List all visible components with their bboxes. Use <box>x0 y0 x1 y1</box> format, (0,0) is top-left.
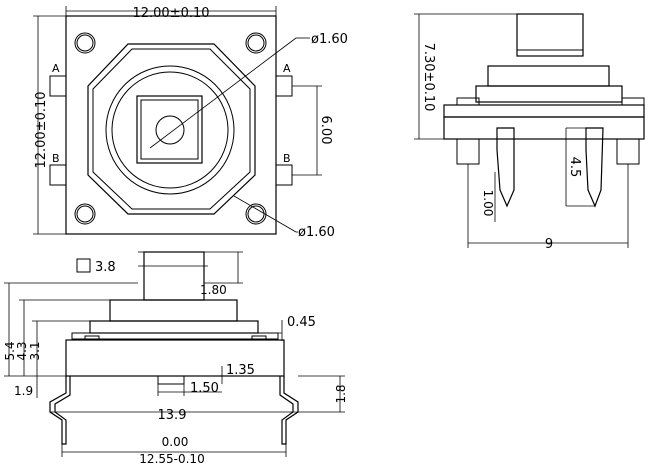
square-symbol <box>76 258 91 273</box>
side-actuator <box>516 13 584 57</box>
pin-tab-a-left <box>49 75 67 97</box>
standoff-label: 1.9 <box>14 384 33 398</box>
pin-tab-b-right <box>275 164 293 186</box>
height-dim-label: 12.00±0.10 <box>34 91 49 168</box>
actuator-square-label: 3.8 <box>95 260 116 275</box>
front-cap <box>109 299 238 322</box>
front-lead-right <box>279 376 299 445</box>
top-center-circle <box>155 115 185 145</box>
front-cap-skirt <box>89 320 259 334</box>
front-actuator <box>143 251 205 301</box>
top-actuator-square <box>136 95 203 164</box>
top-button-outer-ring <box>105 65 235 195</box>
h1-label: 5.4 <box>3 341 17 360</box>
front-lead-left <box>49 376 71 445</box>
top-button-inner-ring <box>111 71 229 189</box>
top-body-outline <box>65 15 277 235</box>
actuator-height-label: 1.80 <box>200 283 227 297</box>
hole-bottom-left <box>74 203 96 225</box>
hole-top-left <box>74 32 96 54</box>
h3-label: 3.1 <box>28 341 42 360</box>
pin-label-a-left: A <box>52 62 60 75</box>
side-view: 7.30±0.10 4.5 1.00 9 <box>414 13 645 252</box>
side-cap-lower <box>475 85 623 103</box>
tol-upper-label: 0.00 <box>162 435 189 449</box>
tol-nominal-label: 12.55-0.10 <box>139 452 204 466</box>
h2-label: 4.3 <box>15 341 29 360</box>
hole-dia-leader-bottom <box>233 195 297 233</box>
side-body-top <box>443 104 645 118</box>
side-foot-right <box>616 138 640 165</box>
lead-d2-label: 1.50 <box>190 381 219 396</box>
lead-pitch-label: 4.5 <box>567 157 582 178</box>
width-dim-label: 12.00±0.10 <box>132 6 209 21</box>
top-octagon-inner <box>92 48 251 210</box>
front-cover <box>71 332 279 340</box>
hole-dia-leader-top <box>149 37 297 149</box>
pin-tab-a-right <box>275 75 293 97</box>
hole-bottom-right <box>245 203 267 225</box>
lead-d1-label: 1.35 <box>226 363 255 378</box>
pin-tab-b-left <box>49 164 67 186</box>
pin-label-b-right: B <box>283 152 291 165</box>
side-foot-left <box>456 138 480 165</box>
pin-spacing-label: 6.00 <box>318 116 333 145</box>
top-view: A A B B 12.00±0.10 12.00±0.10 6.00 ø1.60… <box>33 6 348 240</box>
cover-thickness-label: 0.45 <box>287 315 316 330</box>
side-lead-right <box>585 127 604 208</box>
side-body <box>443 116 645 140</box>
pin-label-a-right: A <box>283 62 291 75</box>
span-label: 13.9 <box>158 408 187 423</box>
top-actuator-square-inner <box>140 99 199 160</box>
side-lead-left <box>496 127 515 208</box>
lead-tip-label: 1.00 <box>481 190 495 217</box>
hole-dia-label-bottom: ø1.60 <box>298 225 335 240</box>
side-height-label: 7.30±0.10 <box>421 43 436 112</box>
front-center-foot <box>157 375 185 385</box>
pin-label-b-left: B <box>52 152 60 165</box>
front-view: 3.8 1.80 0.45 5.4 4.3 3 <box>3 251 348 466</box>
overall-width-label: 9 <box>545 237 553 252</box>
top-octagon-cap <box>87 43 256 215</box>
side-cap <box>487 65 610 87</box>
lead-d3-label: 1.8 <box>334 384 348 403</box>
hole-dia-label-top: ø1.60 <box>311 32 348 47</box>
hole-top-right <box>245 32 267 54</box>
